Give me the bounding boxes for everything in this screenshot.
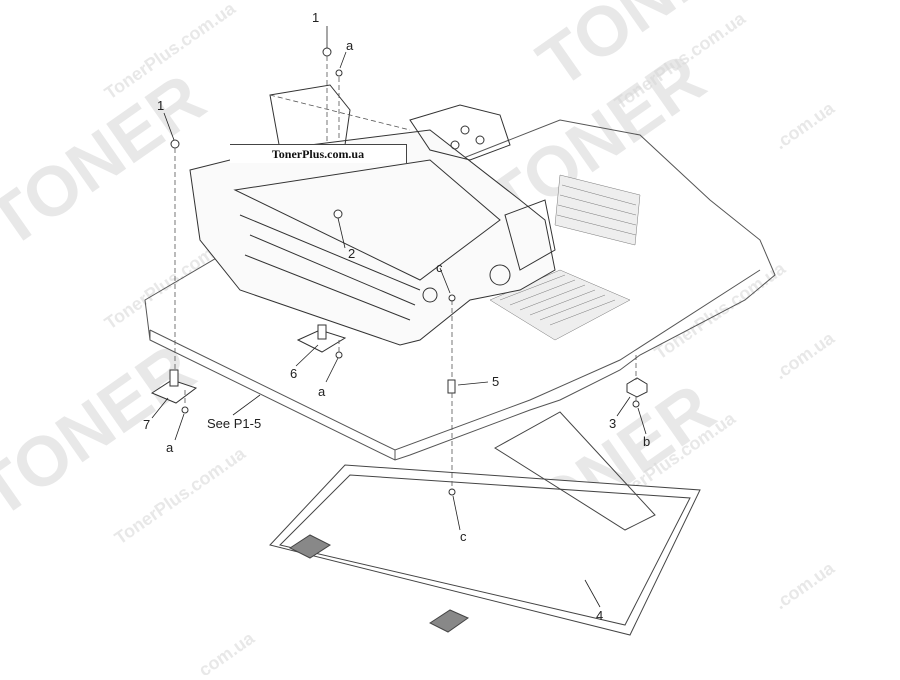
- callout-a-mid: a: [318, 384, 326, 399]
- line-bracket: [269, 94, 411, 131]
- callout-1-left: 1: [157, 98, 164, 113]
- tray-sheet: [269, 411, 701, 636]
- leader-lines: [151, 26, 647, 608]
- tray-foot-left: [288, 534, 332, 559]
- tray-sheet-body: [269, 464, 701, 636]
- main-frame-body: [189, 129, 556, 346]
- callout-b: b: [643, 434, 650, 449]
- screw-a-mid: [335, 351, 343, 359]
- leader-5: [457, 381, 489, 386]
- leader-c-top: [439, 267, 451, 294]
- watermark-site-4: TonerPlus.com.ua: [111, 443, 250, 549]
- grating-upper-lines: [556, 184, 637, 236]
- idler-gear: [422, 287, 438, 303]
- callout-1-top: 1: [312, 10, 319, 25]
- callout-2: 2: [348, 246, 355, 261]
- watermark-domain-2: .com.ua: [771, 327, 839, 383]
- leader-2: [337, 217, 346, 249]
- leader-c-bottom: [452, 495, 461, 531]
- leader-a-mid: [325, 357, 339, 383]
- callout-a-bottom: a: [166, 440, 174, 455]
- callout-3: 3: [609, 416, 616, 431]
- screw-a-top: [335, 69, 343, 77]
- grating-upper: [554, 174, 641, 246]
- base-unit: [144, 119, 776, 461]
- tray-sheet-flap: [494, 411, 656, 531]
- leader-b: [637, 407, 647, 435]
- leader-7: [151, 397, 169, 419]
- tray-sheet-inner: [279, 474, 691, 626]
- watermark-domain-1: .com.ua: [771, 97, 839, 153]
- side-panel: [504, 199, 556, 271]
- leader-1-left: [163, 112, 175, 141]
- callout-4: 4: [596, 608, 603, 623]
- callout-labels: 1 a 1 2 c 5 6 a 7 a See P1-5 3 b c 4: [143, 10, 650, 623]
- part-5-spacer: [447, 379, 456, 394]
- screw-1-left: [170, 139, 180, 149]
- watermark-domain-3: .com.ua: [771, 557, 839, 613]
- callout-c-top: c: [436, 260, 443, 275]
- grating-lower-lines: [499, 274, 616, 326]
- base-unit-outline: [144, 119, 776, 461]
- part-6-post: [317, 324, 327, 340]
- leader-see-ref: [232, 394, 261, 416]
- part-7-bracket: [150, 379, 198, 404]
- part-2-gear: [333, 209, 343, 219]
- callout-see-ref: See P1-5: [207, 416, 261, 431]
- part-3-block: [626, 377, 648, 398]
- callout-7: 7: [143, 417, 150, 432]
- main-frame-inner: [233, 159, 501, 281]
- leader-4: [584, 579, 601, 608]
- callout-6: 6: [290, 366, 297, 381]
- part-6-bracket: [296, 329, 347, 353]
- rear-housing-hole-2: [475, 135, 485, 145]
- assembly-lines: [174, 56, 637, 490]
- site-banner: TonerPlus.com.ua: [230, 144, 407, 163]
- rear-housing-hole-3: [450, 140, 460, 150]
- base-unit-lower-edge: [149, 269, 761, 451]
- rear-housing: [409, 104, 511, 161]
- leader-a-bottom: [174, 413, 185, 441]
- callout-a-top: a: [346, 38, 354, 53]
- small-parts: [150, 47, 648, 496]
- screw-1-top: [322, 47, 332, 57]
- screw-a-bottom: [181, 406, 189, 414]
- watermark-domain-4: .com.ua: [191, 627, 259, 675]
- watermark-site-5: TonerPlus.com.ua: [651, 258, 790, 364]
- callout-5: 5: [492, 374, 499, 389]
- main-frame: [189, 84, 556, 346]
- leader-6: [295, 344, 319, 367]
- base-unit-edge-ticks: [149, 330, 396, 460]
- leader-3: [616, 396, 631, 417]
- tray-foot-right: [428, 609, 470, 633]
- rear-housing-hole-1: [460, 125, 470, 135]
- part-7-post: [169, 369, 179, 387]
- screw-b: [632, 400, 640, 408]
- leader-a-top: [339, 51, 347, 69]
- grating-upper-panel: [554, 174, 641, 246]
- callout-c-bottom: c: [460, 529, 467, 544]
- main-frame-rails: [239, 214, 421, 321]
- top-bracket: [269, 84, 351, 151]
- drive-gear: [489, 264, 511, 286]
